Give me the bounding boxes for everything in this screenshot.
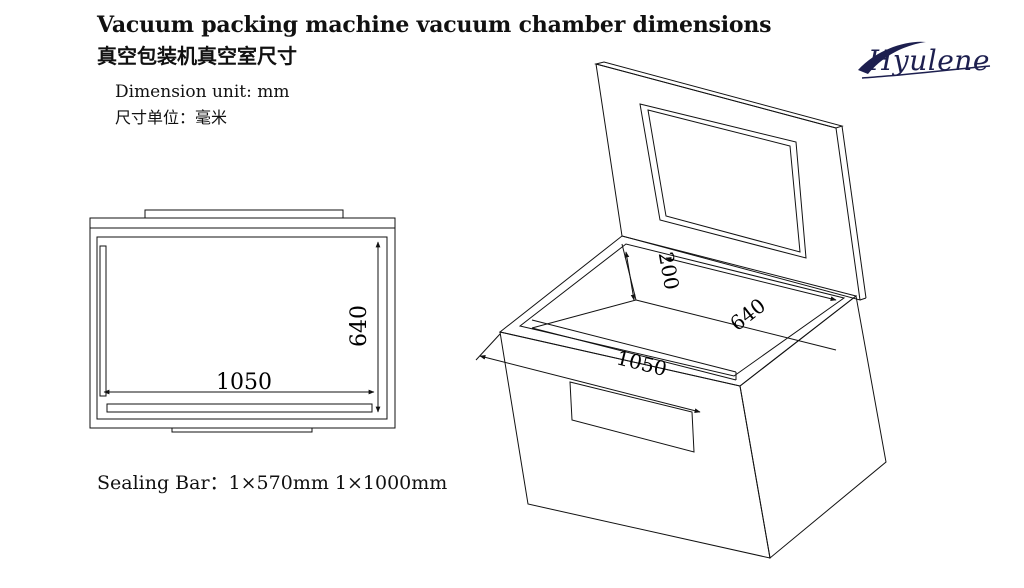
top-view-chamber bbox=[96, 236, 388, 420]
logo-swoosh bbox=[858, 41, 991, 79]
top-view-depth-label: 640 bbox=[347, 305, 372, 347]
iso-width-arrow bbox=[479, 355, 701, 413]
iso-height-label: 200 bbox=[654, 250, 684, 292]
dimension-unit-english: Dimension unit: mm bbox=[115, 82, 290, 102]
iso-lid-window-inner bbox=[647, 109, 801, 253]
iso-handle-cutout bbox=[569, 381, 695, 453]
sealing-bar-spec: Sealing Bar：1×570mm 1×1000mm bbox=[97, 472, 448, 494]
iso-view-drawing bbox=[475, 61, 887, 559]
iso-lid-window-outer bbox=[639, 103, 807, 259]
top-view-drawing bbox=[89, 209, 396, 433]
top-view-sealing-bar-short bbox=[99, 245, 107, 397]
iso-lid-top-edge bbox=[594, 61, 844, 129]
top-view-handle bbox=[144, 209, 344, 219]
title-chinese: 真空包装机真空室尺寸 bbox=[97, 44, 297, 68]
iso-rim-inner bbox=[518, 243, 846, 377]
top-view-sealing-bar-long bbox=[106, 403, 373, 413]
iso-height-arrow bbox=[624, 251, 636, 301]
top-view-bottom-tab bbox=[171, 427, 313, 433]
top-view-width-label: 1050 bbox=[216, 370, 272, 395]
top-view-rim bbox=[89, 217, 396, 229]
dimension-unit-chinese: 尺寸单位：毫米 bbox=[115, 108, 228, 127]
iso-sealing-bar-long bbox=[531, 319, 737, 373]
iso-side-face bbox=[739, 295, 887, 559]
iso-depth-arrow bbox=[665, 256, 837, 302]
title-english: Vacuum packing machine vacuum chamber di… bbox=[97, 12, 772, 38]
brand-logo: Hyulene bbox=[856, 30, 996, 90]
iso-depth-label: 640 bbox=[725, 293, 770, 335]
iso-width-label: 1050 bbox=[614, 345, 669, 381]
brand-name: Hyulene bbox=[868, 44, 990, 77]
